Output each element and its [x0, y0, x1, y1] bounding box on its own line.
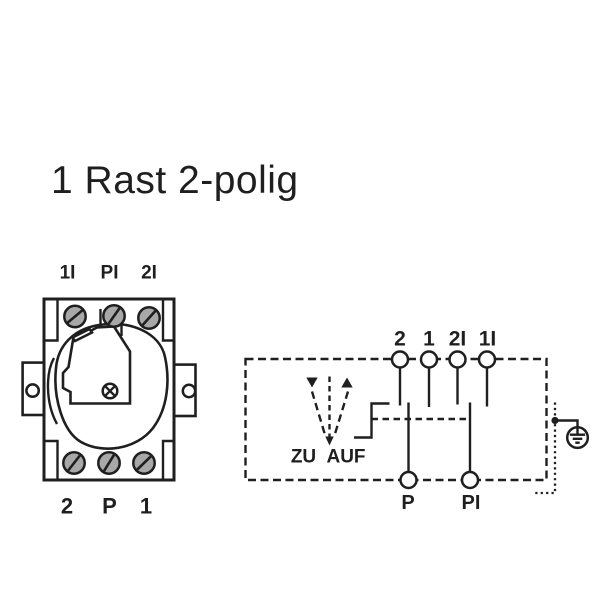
screw-terminal-1	[132, 451, 156, 475]
front-label-2i: 2I	[141, 263, 157, 284]
actuation-arrows	[306, 376, 353, 446]
schematic-label-1i: 1I	[479, 328, 497, 351]
circuit-schematic: ZU AUF 2 1 2I 1I P PI	[244, 328, 590, 514]
mounting-ear-right	[172, 363, 197, 418]
arrow-head	[325, 436, 334, 446]
front-label-pi: PI	[101, 263, 119, 284]
body-notch-bottom-left	[45, 439, 59, 479]
earth-dotted-line	[534, 402, 557, 495]
cavity-left-arc	[46, 357, 59, 425]
body-notch-top-right	[161, 300, 173, 342]
mounting-ear-left	[21, 361, 46, 417]
switch-body	[42, 297, 176, 482]
screw-terminal-2	[62, 451, 86, 475]
page-title: 1 Rast 2-polig	[51, 159, 299, 202]
body-notch-bottom-right	[161, 439, 173, 479]
terminal-circle-2	[390, 350, 410, 369]
triangle-up-icon	[341, 377, 353, 388]
label-zu: ZU	[291, 447, 316, 468]
earth-ground-icon	[551, 416, 590, 450]
front-label-2: 2	[61, 494, 73, 519]
screw-terminal-2i	[137, 306, 161, 330]
cam-slot	[70, 327, 94, 343]
screw-terminal-1i	[63, 304, 87, 329]
shaft-center-cross-icon	[101, 382, 119, 400]
schematic-label-p: P	[401, 492, 414, 514]
label-auf: AUF	[326, 447, 365, 468]
front-label-1i: 1I	[60, 263, 76, 284]
terminal-circle-p	[399, 470, 418, 490]
front-label-p: P	[102, 494, 117, 519]
mounting-hole-icon	[25, 383, 41, 399]
triangle-down-icon	[306, 377, 318, 388]
travel-path-right	[332, 391, 350, 438]
detent-latch-icon	[354, 402, 390, 439]
schematic-label-2: 2	[394, 328, 406, 351]
front-label-1: 1	[140, 494, 152, 519]
terminal-circle-1	[419, 350, 439, 369]
terminal-circle-pi	[460, 470, 480, 490]
schematic-label-2i: 2I	[449, 328, 467, 351]
schematic-label-1: 1	[423, 328, 435, 351]
terminal-circle-2i	[448, 350, 467, 369]
switch-front-view: 1I PI 2I	[21, 263, 197, 519]
mounting-hole-icon	[181, 383, 197, 399]
screw-terminal-pi	[102, 304, 126, 328]
body-notch-top-left	[45, 300, 59, 342]
schematic-label-pi: PI	[462, 492, 481, 514]
screw-terminal-p	[97, 451, 121, 475]
terminal-circle-1i	[477, 350, 497, 369]
earth-lead	[555, 419, 579, 428]
travel-path-left	[310, 391, 327, 438]
